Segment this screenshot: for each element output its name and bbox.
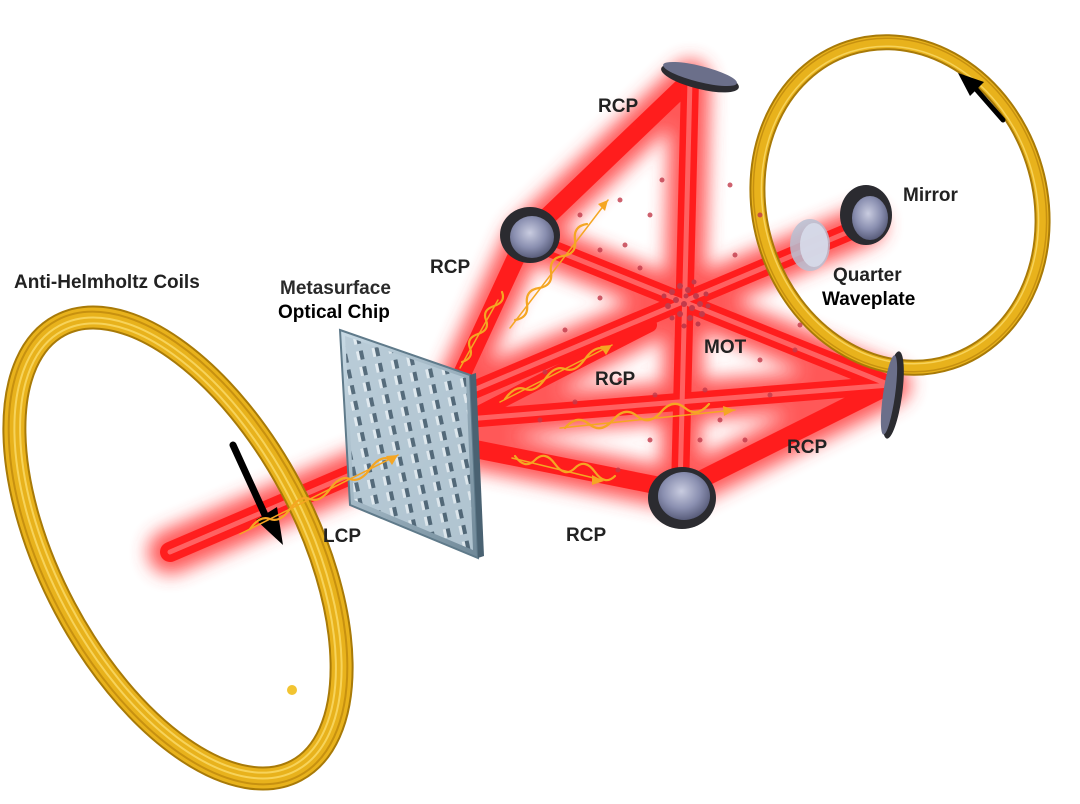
- atom-cloud-icon: [661, 279, 711, 329]
- rcp-top-label: RCP: [598, 96, 639, 117]
- rcp-wave-bottom-icon: [511, 454, 617, 485]
- stray-atoms: [537, 177, 803, 473]
- mirror-right-icon: [840, 185, 892, 245]
- rcp-wave-left-icon: [459, 290, 505, 369]
- lcp-label: LCP: [323, 526, 361, 547]
- waveplate-label-line2: Waveplate: [822, 289, 916, 310]
- right-coil: [749, 34, 1051, 376]
- left-coil: [2, 305, 354, 791]
- mirror-top-icon: [661, 61, 739, 93]
- chip-label-line1: Metasurface: [280, 278, 391, 299]
- mirror-upper-left-icon: [500, 207, 560, 263]
- rcp-bottom-label: RCP: [566, 525, 607, 546]
- rcp-wave-middle-icon: [499, 344, 613, 403]
- waveplate-label-line1: Quarter: [833, 265, 902, 286]
- rcp-wave-top-icon: [509, 199, 609, 329]
- coils-label: Anti-Helmholtz Coils: [14, 272, 200, 293]
- right-coil-arrow-icon: [958, 73, 1006, 123]
- rcp-mid-label: RCP: [595, 369, 636, 390]
- mirror-label: Mirror: [903, 185, 958, 206]
- waveplate-icon: [790, 219, 830, 271]
- rcp-left-label: RCP: [430, 257, 471, 278]
- chip-label-line2: Optical Chip: [278, 302, 390, 323]
- mirror-bottom-icon: [648, 467, 716, 529]
- rcp-wave-horizontal-icon: [559, 402, 736, 430]
- polarization-waves: [239, 199, 736, 535]
- mirror-side-icon: [880, 351, 904, 439]
- lcp-wave-icon: [239, 454, 399, 535]
- metasurface-chip-icon: [338, 328, 484, 560]
- mot-label: MOT: [704, 337, 747, 358]
- rcp-right-label: RCP: [787, 437, 828, 458]
